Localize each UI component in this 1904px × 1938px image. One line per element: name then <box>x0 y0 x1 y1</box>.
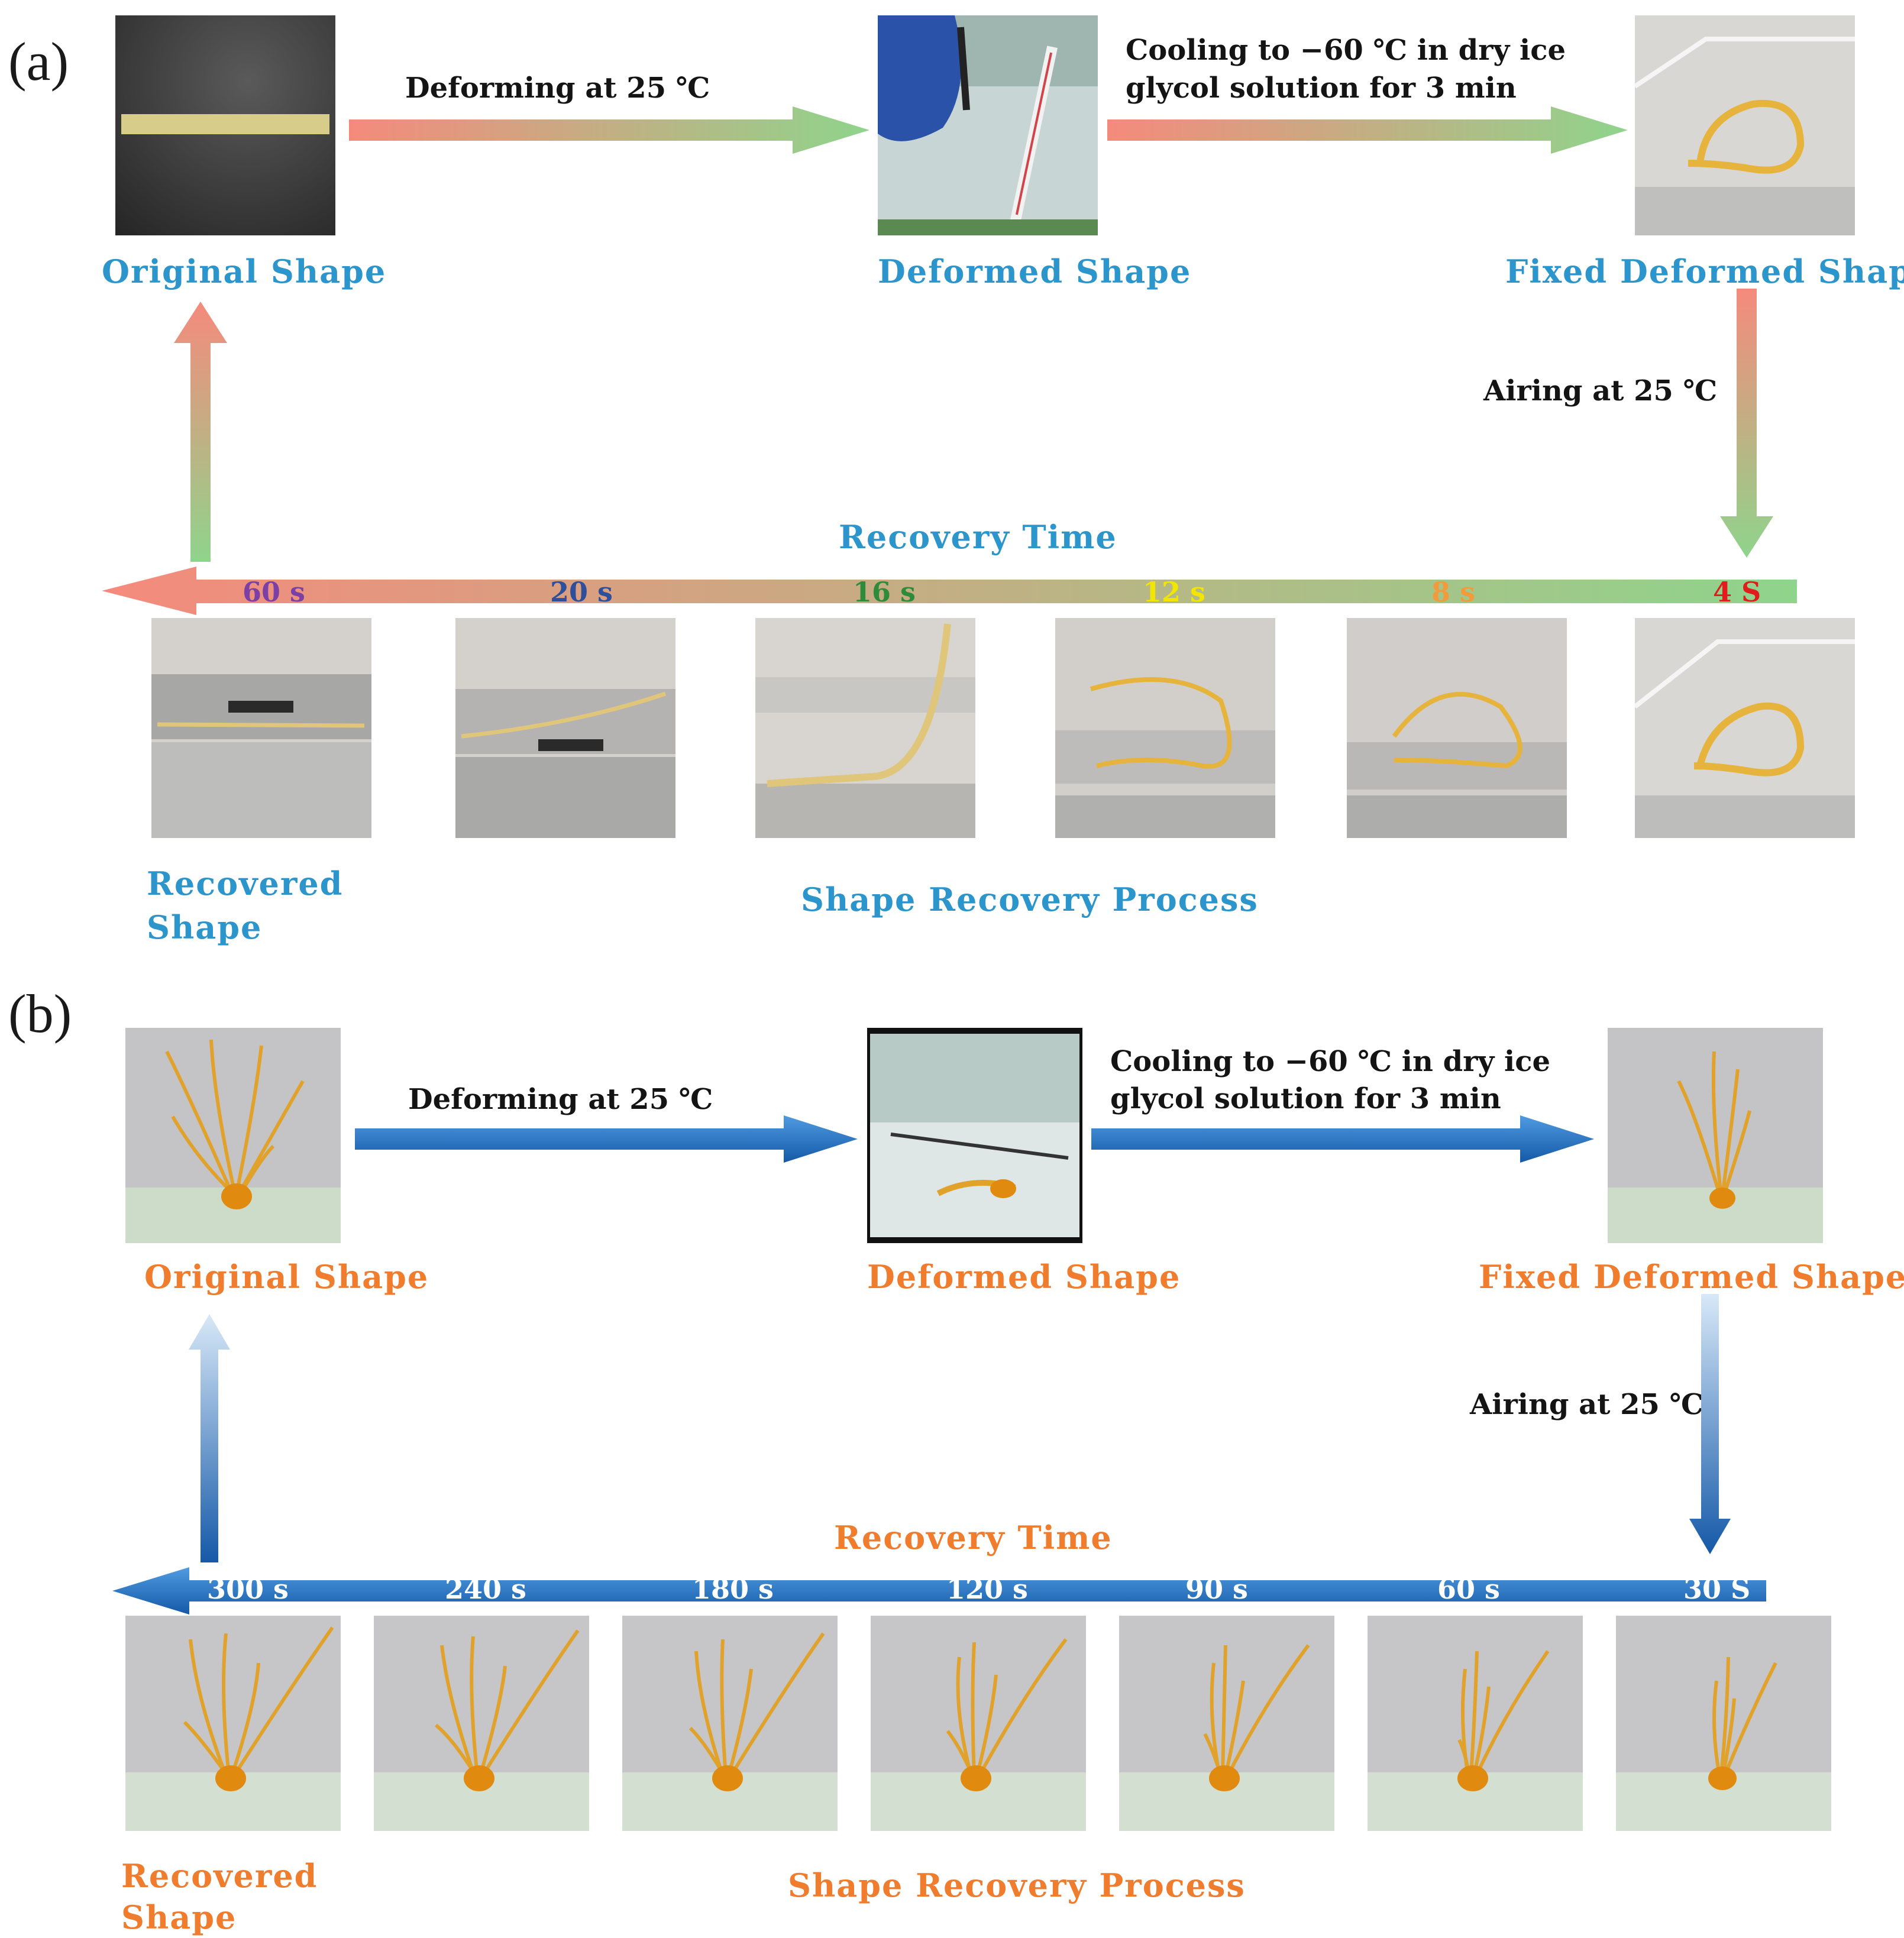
arrow-airing-b <box>1689 1294 1731 1554</box>
panel-b-label: (b) <box>8 983 72 1044</box>
cooling-step-label-b-line1: Cooling to −60 ℃ in dry ice <box>1110 1045 1551 1078</box>
time-tick-a-4s: 4 S <box>1713 576 1761 608</box>
time-tick-a-16s: 16 s <box>853 576 916 608</box>
time-tick-b-90s: 90 s <box>1185 1573 1248 1605</box>
original-shape-caption-b: Original Shape <box>144 1258 429 1296</box>
shape-recovery-process-caption-a: Shape Recovery Process <box>801 881 1259 918</box>
deformed-shape-photo-b <box>867 1028 1082 1243</box>
fixed-deformed-shape-caption-a: Fixed Deformed Shape <box>1505 253 1904 290</box>
arrow-deform-a <box>349 106 869 154</box>
recovery-photo-a-16s <box>755 618 975 838</box>
arrow-return-b <box>189 1314 230 1562</box>
original-shape-photo-a <box>115 15 335 235</box>
deformed-shape-caption-b: Deformed Shape <box>867 1258 1181 1296</box>
recovery-time-label-a: Recovery Time <box>839 518 1117 556</box>
fixed-deformed-shape-photo-a <box>1635 15 1855 235</box>
recovery-photo-a-8s <box>1347 618 1567 838</box>
recovery-photo-a-12s <box>1055 618 1275 838</box>
recovery-photo-a-4s <box>1635 618 1855 838</box>
recovered-shape-caption-b-line1: Recovered <box>121 1857 318 1895</box>
time-tick-b-240s: 240 s <box>445 1573 526 1605</box>
recovery-photo-b-240s <box>374 1616 589 1831</box>
recovery-time-arrow-a <box>102 567 1797 615</box>
time-tick-b-180s: 180 s <box>692 1573 774 1605</box>
arrow-return-a <box>174 302 227 562</box>
time-tick-a-8s: 8 s <box>1431 576 1475 608</box>
time-tick-a-60s: 60 s <box>243 576 305 608</box>
deforming-step-label-b: Deforming at 25 ℃ <box>408 1083 713 1116</box>
arrow-deform-b <box>355 1115 858 1163</box>
arrow-cool-b <box>1091 1115 1594 1163</box>
time-tick-b-300s: 300 s <box>207 1573 289 1605</box>
time-tick-a-12s: 12 s <box>1143 576 1205 608</box>
cooling-step-label-a-line1: Cooling to −60 ℃ in dry ice <box>1126 34 1566 67</box>
time-tick-a-20s: 20 s <box>550 576 613 608</box>
recovered-shape-caption-a-line2: Shape <box>147 908 263 946</box>
time-tick-b-60s: 60 s <box>1437 1573 1500 1605</box>
deforming-step-label-a: Deforming at 25 ℃ <box>405 72 710 105</box>
recovery-photo-b-30s <box>1616 1616 1831 1831</box>
recovered-shape-caption-a-line1: Recovered <box>147 865 344 902</box>
deformed-shape-caption-a: Deformed Shape <box>878 253 1192 290</box>
recovery-photo-b-300s <box>125 1616 341 1831</box>
recovered-shape-caption-b-line2: Shape <box>121 1898 237 1936</box>
recovery-photo-b-120s <box>871 1616 1086 1831</box>
arrow-airing-a <box>1720 289 1773 558</box>
recovery-time-label-b: Recovery Time <box>834 1519 1113 1557</box>
recovery-photo-b-60s <box>1368 1616 1583 1831</box>
original-shape-caption-a: Original Shape <box>102 253 387 290</box>
recovery-photo-a-60s <box>151 618 371 838</box>
time-tick-b-30s: 30 S <box>1683 1573 1751 1605</box>
deformed-shape-photo-a <box>878 15 1098 235</box>
recovery-time-arrow-b <box>112 1567 1766 1615</box>
airing-step-label-a: Airing at 25 ℃ <box>1483 374 1718 407</box>
recovery-photo-b-90s <box>1119 1616 1334 1831</box>
recovery-photo-b-180s <box>622 1616 838 1831</box>
panel-a-label: (a) <box>8 31 69 92</box>
cooling-step-label-b-line2: glycol solution for 3 min <box>1110 1082 1501 1115</box>
original-shape-photo-b <box>125 1028 341 1243</box>
fixed-deformed-shape-photo-b <box>1608 1028 1823 1243</box>
time-tick-b-120s: 120 s <box>946 1573 1028 1605</box>
airing-step-label-b: Airing at 25 ℃ <box>1470 1388 1704 1421</box>
cooling-step-label-a-line2: glycol solution for 3 min <box>1126 72 1517 105</box>
fixed-deformed-shape-caption-b: Fixed Deformed Shape <box>1479 1258 1904 1296</box>
recovery-photo-a-20s <box>455 618 675 838</box>
shape-recovery-process-caption-b: Shape Recovery Process <box>788 1866 1246 1904</box>
arrow-cool-a <box>1107 106 1628 154</box>
